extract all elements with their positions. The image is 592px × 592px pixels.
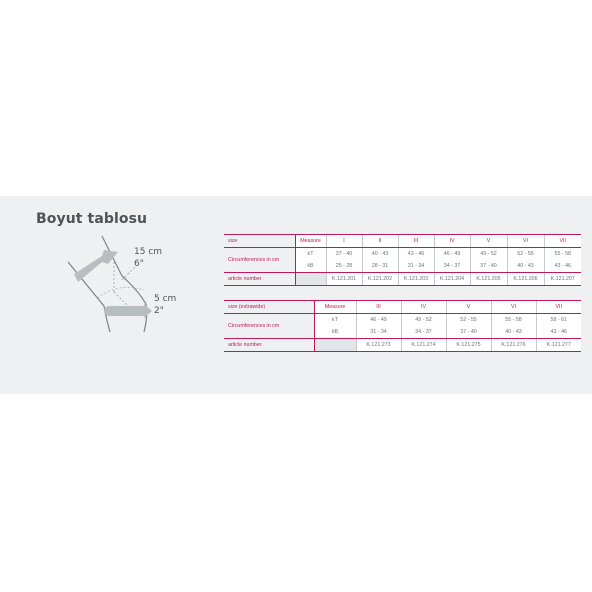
size-label: size bbox=[224, 234, 296, 248]
kt-value: 52 - 55 bbox=[445, 313, 491, 326]
kt-label: kT bbox=[295, 247, 326, 260]
circumference-label: Circumferences in cm bbox=[224, 247, 296, 273]
upper-measure-in: 6" bbox=[134, 259, 144, 269]
article-number-label: article number bbox=[224, 338, 315, 352]
kt-value: 58 - 61 bbox=[535, 313, 581, 326]
article-number: K.121.275 bbox=[445, 338, 491, 352]
article-number: K.121.203 bbox=[397, 272, 434, 286]
size-header: VI bbox=[490, 300, 536, 314]
article-number-label: article number bbox=[224, 272, 296, 286]
kt-value: 55 - 58 bbox=[490, 313, 536, 326]
kt-value: 55 - 58 bbox=[543, 247, 581, 260]
kb-label: kB bbox=[314, 326, 356, 339]
size-header: IV bbox=[433, 234, 470, 248]
size-table-extrawide: size (extrawide) Measure III IV V VI VII… bbox=[224, 300, 581, 352]
empty-cell bbox=[295, 272, 326, 286]
kb-value: 43 - 46 bbox=[543, 260, 581, 273]
circumference-label: Circumferences in cm bbox=[224, 313, 315, 339]
measure-label: Measure bbox=[295, 234, 326, 248]
article-number: K.121.273 bbox=[355, 338, 401, 352]
kt-label: kT bbox=[314, 313, 356, 326]
lower-measure-cm: 5 cm bbox=[154, 294, 177, 304]
kt-value: 40 - 43 bbox=[361, 247, 398, 260]
kb-value: 31 - 34 bbox=[397, 260, 434, 273]
article-number: K.121.205 bbox=[469, 272, 507, 286]
size-header: III bbox=[355, 300, 401, 314]
kb-value: 43 - 46 bbox=[535, 326, 581, 339]
size-header: VI bbox=[506, 234, 544, 248]
kt-value: 46 - 49 bbox=[433, 247, 470, 260]
article-number: K.121.274 bbox=[400, 338, 446, 352]
article-number: K.121.204 bbox=[433, 272, 470, 286]
knee-brace-illustration bbox=[67, 235, 152, 332]
kb-value: 31 - 34 bbox=[355, 326, 401, 339]
upper-measure-cm: 15 cm bbox=[134, 247, 163, 257]
size-header: VII bbox=[535, 300, 581, 314]
article-number: K.121.206 bbox=[506, 272, 544, 286]
kt-value: 46 - 49 bbox=[355, 313, 401, 326]
kb-value: 40 - 43 bbox=[490, 326, 536, 339]
size-header: III bbox=[397, 234, 434, 248]
size-header: V bbox=[469, 234, 507, 248]
kb-value: 28 - 31 bbox=[361, 260, 398, 273]
size-header: V bbox=[445, 300, 491, 314]
kt-value: 37 - 40 bbox=[325, 247, 362, 260]
lower-measure-in: 2" bbox=[154, 306, 164, 316]
article-number: K.121.277 bbox=[535, 338, 581, 352]
kt-value: 52 - 55 bbox=[506, 247, 544, 260]
article-number: K.121.276 bbox=[490, 338, 536, 352]
size-table-standard: size Measure I II III IV V VI VII Circum… bbox=[224, 234, 581, 286]
kb-value: 34 - 37 bbox=[433, 260, 470, 273]
size-header: VII bbox=[543, 234, 581, 248]
kt-value: 43 - 46 bbox=[397, 247, 434, 260]
kt-value: 49 - 52 bbox=[469, 247, 507, 260]
size-label: size (extrawide) bbox=[224, 300, 315, 314]
kb-value: 37 - 40 bbox=[469, 260, 507, 273]
size-chart-panel bbox=[0, 196, 592, 394]
kb-value: 40 - 43 bbox=[506, 260, 544, 273]
size-header: II bbox=[361, 234, 398, 248]
measure-label: Measure bbox=[314, 300, 356, 314]
kb-value: 25 - 28 bbox=[325, 260, 362, 273]
kb-label: kB bbox=[295, 260, 326, 273]
size-header: IV bbox=[400, 300, 446, 314]
article-number: K.121.207 bbox=[543, 272, 581, 286]
kt-value: 49 - 52 bbox=[400, 313, 446, 326]
article-number: K.121.202 bbox=[361, 272, 398, 286]
kb-value: 34 - 37 bbox=[400, 326, 446, 339]
kb-value: 37 - 40 bbox=[445, 326, 491, 339]
size-header: I bbox=[325, 234, 362, 248]
article-number: K.121.201 bbox=[325, 272, 362, 286]
page-title: Boyut tablosu bbox=[36, 211, 148, 227]
empty-cell bbox=[314, 338, 356, 352]
